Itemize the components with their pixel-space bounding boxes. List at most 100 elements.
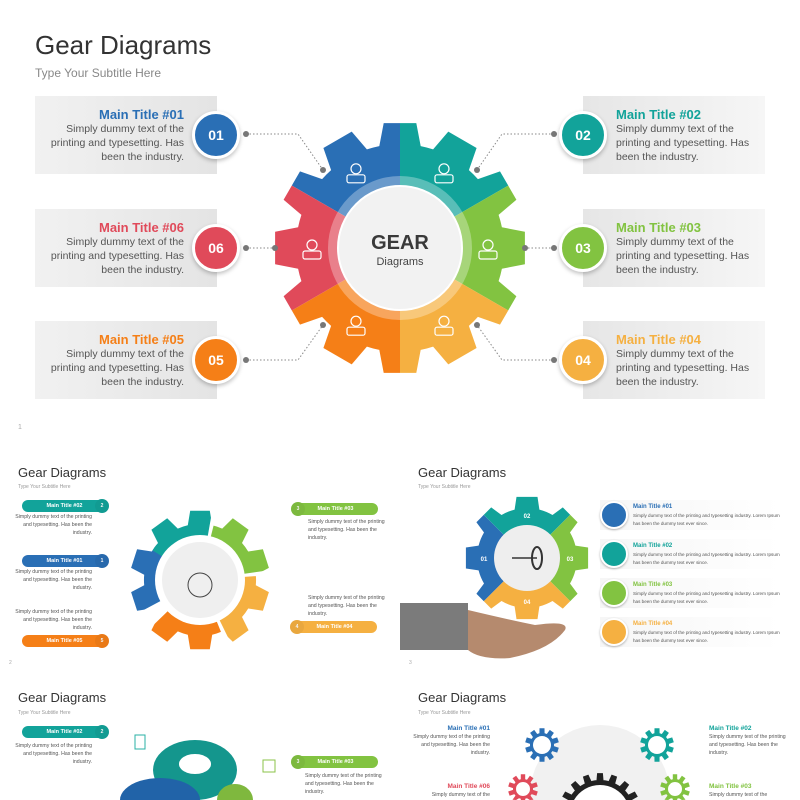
- pill-number: 3: [291, 755, 305, 769]
- team-hands-icon: [478, 239, 498, 260]
- number-badge-04[interactable]: 04: [559, 336, 607, 384]
- hand-plant-icon: [346, 315, 366, 336]
- 3d-gears-illustration: [120, 734, 276, 800]
- segment-label: 01: [481, 557, 488, 563]
- segment-label: 02: [524, 514, 531, 520]
- callout-text: Simply dummy text of the printing and ty…: [616, 348, 750, 388]
- pill-title: Main Title #04: [316, 624, 353, 630]
- connector-line: [246, 133, 324, 171]
- gear-center-subtitle: Diagrams: [376, 256, 424, 268]
- number-badge-01[interactable]: 01: [192, 111, 240, 159]
- pill-text: Simply dummy text of the printing and ty…: [15, 743, 92, 765]
- pill-4[interactable]: Main Title #04 4: [290, 620, 377, 634]
- slide3-subtitle: Type Your Subtitle Here: [418, 484, 471, 490]
- pill-3[interactable]: Main Title #03 3: [291, 502, 378, 516]
- number-badge-05[interactable]: 05: [192, 336, 240, 384]
- page-number: 3: [409, 660, 412, 666]
- callout-text: Simply dummy text of the printing and ty…: [50, 123, 184, 163]
- connector-line: [246, 324, 324, 361]
- pill-number: 4: [290, 620, 304, 634]
- number-badge-06[interactable]: 06: [192, 224, 240, 272]
- hand-illustration: [400, 603, 566, 659]
- slide1-title: Gear Diagrams: [35, 30, 212, 60]
- pill-title: Main Title #01: [46, 558, 83, 564]
- connector-line: [476, 324, 554, 361]
- multi-gear-diagram: [508, 725, 690, 800]
- callout-text: Simply dummy text of the printing and ty…: [50, 236, 184, 276]
- number-badge-03[interactable]: 03: [559, 224, 607, 272]
- globe-money-icon: [162, 542, 238, 618]
- globe-plant-icon: [434, 163, 454, 184]
- gear-center: [337, 185, 463, 311]
- item-title: Main Title #02: [709, 725, 752, 732]
- callout-title: Main Title #03: [616, 220, 702, 235]
- item-icon: [600, 579, 628, 607]
- connector-line: [476, 133, 554, 171]
- pill-number: 2: [95, 499, 109, 513]
- pill-number: 5: [95, 634, 109, 648]
- item-text: Simply dummy text of the printing and ty…: [709, 734, 786, 756]
- callout-text: Simply dummy text of the printing and ty…: [616, 123, 750, 163]
- pill-number: 3: [291, 502, 305, 516]
- pill-text: Simply dummy text of the printing and ty…: [15, 514, 92, 536]
- pill-text: Simply dummy text of the printing and ty…: [305, 773, 382, 795]
- pill-title: Main Title #03: [317, 506, 354, 512]
- callout-text: Simply dummy text of the printing and ty…: [616, 236, 750, 276]
- pill-text: Simply dummy text of the printing and ty…: [308, 595, 385, 617]
- item-title: Main Title #04: [633, 621, 673, 627]
- item-title: Main Title #01: [447, 725, 490, 732]
- scales-icon: [302, 239, 322, 260]
- item-text: Simply dummy text of the printing and ty…: [633, 630, 780, 643]
- slide4-subtitle: Type Your Subtitle Here: [18, 710, 71, 716]
- pill-title: Main Title #02: [46, 503, 83, 509]
- item-title: Main Title #01: [633, 504, 673, 510]
- target-arrow-icon: [512, 546, 543, 570]
- item-text: Simply dummy text of the printing and ty…: [413, 734, 490, 756]
- callout-title: Main Title #04: [616, 332, 702, 347]
- callout-title: Main Title #05: [98, 332, 184, 347]
- pill-2[interactable]: Main Title #02 2: [22, 725, 109, 739]
- callout-title: Main Title #06: [98, 220, 184, 235]
- callout-title: Main Title #01: [98, 107, 184, 122]
- page-number: 1: [18, 424, 22, 431]
- chart-icon: [262, 759, 276, 773]
- item-text: Simply dummy text of the: [431, 792, 490, 798]
- item-text: Simply dummy text of the: [709, 792, 768, 798]
- pill-text: Simply dummy text of the printing and ty…: [308, 519, 385, 541]
- circuit-gear-icon: [434, 315, 454, 336]
- item-title: Main Title #03: [633, 582, 673, 588]
- number-badge-02[interactable]: 02: [559, 111, 607, 159]
- pill-title: Main Title #03: [317, 759, 354, 765]
- slide2-subtitle: Type Your Subtitle Here: [18, 484, 71, 490]
- segment-label: 04: [524, 600, 531, 606]
- item-icon: [600, 618, 628, 646]
- item-title: Main Title #02: [633, 543, 673, 549]
- hand-gear-diagram: 01 02 03 04: [400, 496, 589, 659]
- slide5-title: Gear Diagrams: [418, 690, 507, 705]
- blue-gear: [120, 778, 200, 800]
- item-text: Simply dummy text of the printing and ty…: [633, 552, 780, 565]
- pill-number: 2: [95, 725, 109, 739]
- pill-5[interactable]: Main Title #05 5: [22, 634, 109, 648]
- segment-label: 03: [567, 557, 574, 563]
- pill-title: Main Title #02: [46, 729, 83, 735]
- item-title: Main Title #06: [447, 783, 490, 790]
- slide2-title: Gear Diagrams: [18, 465, 107, 480]
- pill-2[interactable]: Main Title #02 2: [22, 499, 109, 513]
- pill-title: Main Title #05: [46, 638, 83, 644]
- pill-3[interactable]: Main Title #03 3: [291, 755, 378, 769]
- pill-text: Simply dummy text of the printing and ty…: [15, 609, 92, 631]
- background-circle: [530, 725, 670, 800]
- bulb-icon: [134, 734, 146, 750]
- item-icon: [600, 540, 628, 568]
